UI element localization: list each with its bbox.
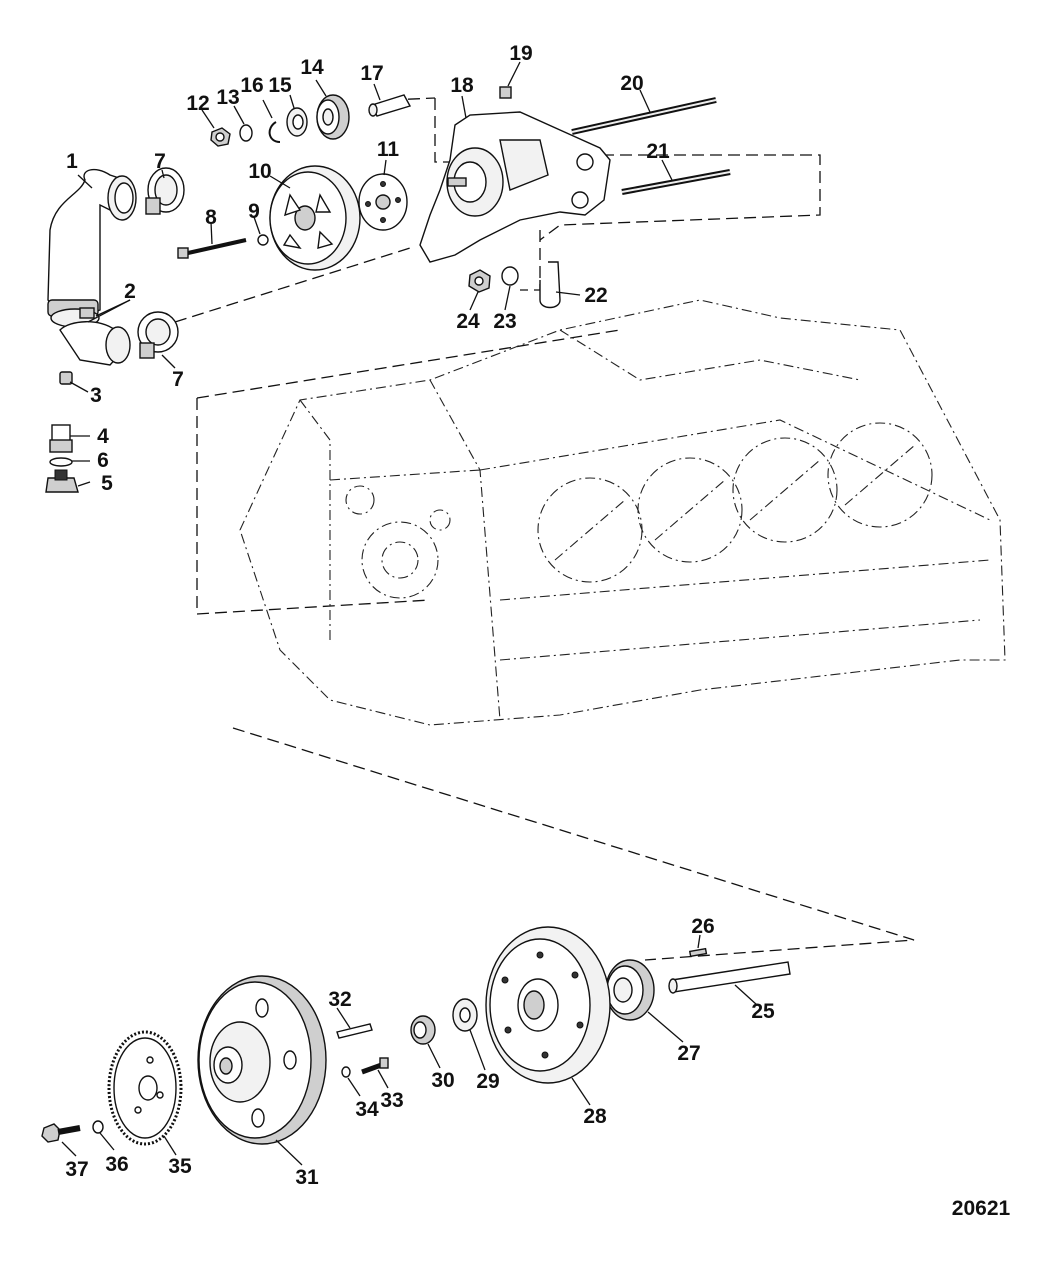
hub-part xyxy=(358,173,408,231)
washer-part xyxy=(257,234,269,246)
crank-bolt-part xyxy=(41,1123,81,1143)
fitting-part xyxy=(49,424,73,453)
bearing-part xyxy=(286,107,308,137)
part-label-31: 31 xyxy=(295,1166,319,1189)
part-label-10: 10 xyxy=(248,160,271,183)
part-label-30: 30 xyxy=(431,1069,454,1092)
crank-pulley-part xyxy=(197,975,327,1145)
leader-lines xyxy=(61,61,758,1166)
part-label-7-lower: 7 xyxy=(172,368,184,391)
part-label-27: 27 xyxy=(677,1042,700,1065)
part-label-7: 7 xyxy=(154,150,166,173)
part-label-11: 11 xyxy=(377,138,400,161)
part-label-1: 1 xyxy=(66,150,78,173)
part-label-17: 17 xyxy=(360,62,383,85)
part-label-22: 22 xyxy=(584,284,607,307)
part-label-33: 33 xyxy=(380,1089,403,1112)
guide-line xyxy=(520,230,541,291)
part-label-34: 34 xyxy=(355,1098,379,1121)
washer-part xyxy=(341,1066,351,1078)
part-label-36: 36 xyxy=(105,1153,128,1176)
part-label-29: 29 xyxy=(476,1070,499,1093)
key-part xyxy=(688,947,708,958)
clip-part xyxy=(539,261,561,309)
part-label-23: 23 xyxy=(493,310,516,333)
pin-part xyxy=(336,1023,373,1039)
reluctor-wheel-part xyxy=(107,1030,183,1146)
part-label-12: 12 xyxy=(186,92,209,115)
part-label-20: 20 xyxy=(620,72,643,95)
part-label-21: 21 xyxy=(646,140,670,163)
washer-part xyxy=(92,1120,104,1134)
part-label-6: 6 xyxy=(97,449,109,472)
part-label-32: 32 xyxy=(328,988,351,1011)
part-label-4: 4 xyxy=(97,425,109,448)
thrust-washer-part xyxy=(452,998,478,1032)
engine-block xyxy=(196,299,1006,961)
hose-clamp-lower-part xyxy=(137,311,179,359)
part-label-16: 16 xyxy=(240,74,263,97)
hose-elbow-part xyxy=(47,168,137,321)
part-label-15: 15 xyxy=(268,74,292,97)
part-label-35: 35 xyxy=(168,1155,192,1178)
snap-ring-part xyxy=(268,121,281,143)
bolt-part xyxy=(177,238,247,259)
elbow-outlet-part xyxy=(59,321,131,366)
stud-long-part xyxy=(621,169,731,195)
large-bearing-part xyxy=(316,94,350,140)
hose-clamp-upper-part xyxy=(145,167,185,215)
part-label-13: 13 xyxy=(216,86,239,109)
part-label-5: 5 xyxy=(101,472,113,495)
part-label-3: 3 xyxy=(90,384,102,407)
part-labels: 1 2 3 4 6 5 7 7 8 9 10 11 12 13 16 15 14… xyxy=(65,42,775,1189)
plug-part xyxy=(59,371,73,385)
part-label-24: 24 xyxy=(456,310,480,333)
sprocket-part xyxy=(605,959,655,1021)
pulley-part xyxy=(269,165,361,271)
part-label-37: 37 xyxy=(65,1158,88,1181)
water-pump-housing-part xyxy=(419,111,611,263)
crank-stud-part xyxy=(668,961,791,994)
washer-part xyxy=(239,124,253,142)
figure-id: 20621 xyxy=(952,1197,1011,1220)
guide-line xyxy=(539,154,821,241)
part-label-18: 18 xyxy=(450,74,474,97)
part-label-25: 25 xyxy=(751,1000,775,1023)
part-label-14: 14 xyxy=(300,56,324,79)
nut-part xyxy=(210,127,231,147)
spacer-part xyxy=(410,1015,436,1045)
washer-part xyxy=(501,266,519,286)
set-screw-part xyxy=(499,86,512,99)
guide-line xyxy=(174,247,411,323)
o-ring-part xyxy=(49,457,73,467)
stud-part xyxy=(571,97,717,135)
harmonic-balancer-part xyxy=(485,926,611,1084)
nut-part xyxy=(468,269,491,293)
part-label-26: 26 xyxy=(691,915,714,938)
part-label-19: 19 xyxy=(509,42,532,65)
part-label-9: 9 xyxy=(248,200,260,223)
drain-plug-part xyxy=(45,469,79,493)
part-label-28: 28 xyxy=(583,1105,607,1128)
part-label-8: 8 xyxy=(205,206,217,229)
shaft-part xyxy=(368,94,412,117)
bolt-small-part xyxy=(361,1057,389,1075)
part-label-2: 2 xyxy=(124,280,136,303)
